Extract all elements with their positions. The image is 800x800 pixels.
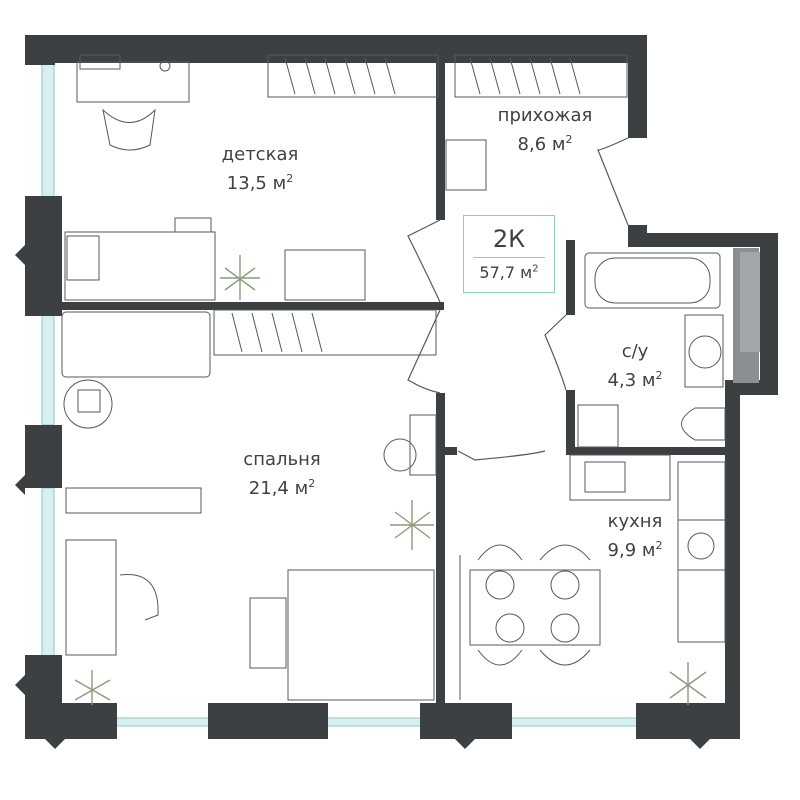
- area-superscript: 2: [655, 539, 663, 552]
- room-label-detskaya: детская 13,5 м2: [205, 143, 315, 196]
- badge-divider: [473, 257, 545, 258]
- room-name: детская: [221, 144, 299, 165]
- apartment-code: 2К: [492, 225, 526, 253]
- room-name: спальня: [243, 449, 321, 470]
- room-area: 9,9 м: [607, 540, 656, 561]
- room-name: с/у: [621, 341, 649, 362]
- doors: [407, 137, 629, 461]
- windows: [41, 61, 641, 727]
- area-superscript: 2: [565, 133, 573, 146]
- room-name: прихожая: [497, 105, 593, 126]
- room-area: 21,4 м: [248, 478, 309, 499]
- apartment-badge: 2К 57,7 м2: [463, 215, 555, 293]
- area-superscript: 2: [655, 369, 663, 382]
- room-label-spalnya: спальня 21,4 м2: [222, 448, 342, 501]
- room-area: 4,3 м: [607, 370, 656, 391]
- area-superscript: 2: [532, 263, 539, 275]
- total-area: 57,7 м2: [464, 263, 554, 282]
- area-superscript: 2: [286, 172, 294, 185]
- room-area: 8,6 м: [517, 134, 566, 155]
- area-superscript: 2: [308, 477, 316, 490]
- furniture: [61, 54, 726, 701]
- room-label-kuhnya: кухня 9,9 м2: [590, 510, 680, 563]
- room-label-su: с/у 4,3 м2: [590, 340, 680, 393]
- total-area-value: 57,7 м: [479, 263, 533, 282]
- room-name: кухня: [607, 511, 663, 532]
- plants: [74, 255, 707, 705]
- shower-glass: [733, 248, 760, 383]
- room-label-prihozhaya: прихожая 8,6 м2: [480, 104, 610, 157]
- walls: [15, 35, 778, 749]
- room-area: 13,5 м: [226, 173, 287, 194]
